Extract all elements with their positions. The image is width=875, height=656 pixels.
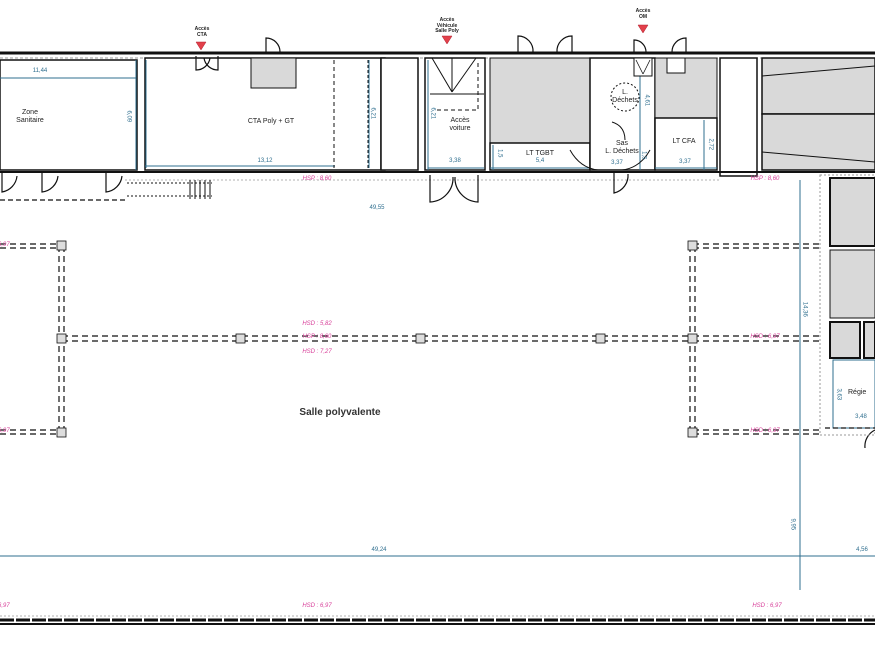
column: [687, 240, 698, 251]
hsd-right-lower: HSD : 6,97: [750, 428, 780, 434]
bottom-wall: [0, 615, 875, 625]
access-markers: [195, 24, 649, 51]
dimension-lines: [0, 180, 875, 590]
acces-om-marker: [637, 24, 649, 34]
stairs: [127, 180, 212, 199]
zone-sanitaire-room: [0, 59, 138, 171]
dim-lt-tgbt-width: 5,4: [535, 158, 545, 164]
dim-right-offset: 4,56: [856, 547, 868, 553]
lt-cfa-room: [654, 57, 718, 171]
dim-overall-bottom: 49,24: [371, 547, 387, 553]
cta-room: [144, 57, 386, 171]
column: [56, 427, 67, 438]
column: [56, 240, 67, 251]
acces-om-label: Accès OM: [635, 8, 651, 20]
columns: [56, 240, 698, 438]
hsd-bottom-right: HSD : 6,97: [752, 603, 782, 609]
dim-regie-height: 3,63: [835, 388, 842, 401]
sas-dechets-label: Sas L. Déchets: [605, 140, 639, 155]
dim-overall-top: 49,55: [369, 205, 385, 211]
hsp-top-right: HSP : 8,60: [750, 176, 780, 182]
column: [235, 333, 246, 344]
top-band-lower-wall: [0, 171, 875, 201]
dim-sas-width: 3,37: [611, 160, 623, 166]
column: [56, 333, 67, 344]
column: [687, 427, 698, 438]
dim-cta-shaft-height: 6,21: [369, 107, 376, 120]
acces-vehicule-label: Accès Véhicule Salle Poly: [435, 17, 459, 34]
dim-sas-height: 1,5: [640, 151, 647, 160]
lt-cfa-label: LT CFA: [672, 138, 696, 145]
acces-cta-label: Accès CTA: [194, 26, 210, 38]
l-dechets-label: L. Déchets: [612, 89, 638, 104]
hsd-center-upper: HSD : 5,82: [302, 321, 332, 327]
right-top-block: [719, 57, 875, 177]
cta-label: CTA Poly + GT: [247, 118, 295, 125]
hsd-left-lower: HSD : 6,97: [0, 428, 10, 434]
column: [595, 333, 606, 344]
shaft: [380, 57, 419, 171]
dim-l-dechets-height: 4,61: [643, 94, 650, 107]
dechets-room: [569, 57, 656, 171]
column: [687, 333, 698, 344]
acces-voiture-room: [424, 57, 486, 171]
hsd-right-upper: HSD : 6,97: [750, 334, 780, 340]
acces-cta-marker: [195, 41, 207, 51]
dim-zone-sanitaire-height: 6,09: [125, 110, 132, 123]
dim-lt-cfa-height: 2,72: [707, 138, 714, 151]
dim-lt-tgbt-height: 1,5: [496, 149, 503, 158]
dim-acces-voiture-width: 3,38: [449, 158, 461, 164]
dim-regie-width: 3,48: [855, 414, 867, 420]
dim-acces-voiture-height: 6,21: [429, 107, 436, 120]
dim-right-vertical-upper: 14,36: [801, 301, 808, 317]
top-doors: [195, 35, 875, 449]
column: [415, 333, 426, 344]
hsp-top-left: HSP : 8,60: [302, 176, 332, 182]
hsp-center: HSP : 8,60: [302, 334, 332, 340]
hsd-center-lower: HSD : 7,27: [302, 349, 332, 355]
hsd-bottom-left: HSD : 6,97: [0, 603, 10, 609]
acces-voiture-label: Accès voiture: [449, 117, 471, 132]
regie-label: Régie: [848, 389, 867, 396]
salle-polyvalente-label: Salle polyvalente: [299, 407, 381, 418]
sanitaire-doors: [1, 172, 123, 193]
hsd-left-upper: HSD : 6,97: [0, 242, 10, 248]
dim-lt-cfa-width: 3,37: [679, 159, 691, 165]
acces-vehicule-marker: [441, 35, 453, 45]
lt-tgbt-room: [489, 57, 591, 171]
dim-cta-width: 13,12: [257, 158, 273, 164]
lt-tgbt-label: LT TGBT: [525, 150, 554, 157]
dim-zone-sanitaire-width: 11,44: [32, 68, 48, 74]
hsd-bottom-center: HSD : 6,97: [302, 603, 332, 609]
right-side-rooms: [819, 174, 875, 436]
dim-right-vertical-lower: 9,95: [789, 518, 796, 531]
zone-sanitaire-label: Zone Sanitaire: [16, 109, 44, 124]
